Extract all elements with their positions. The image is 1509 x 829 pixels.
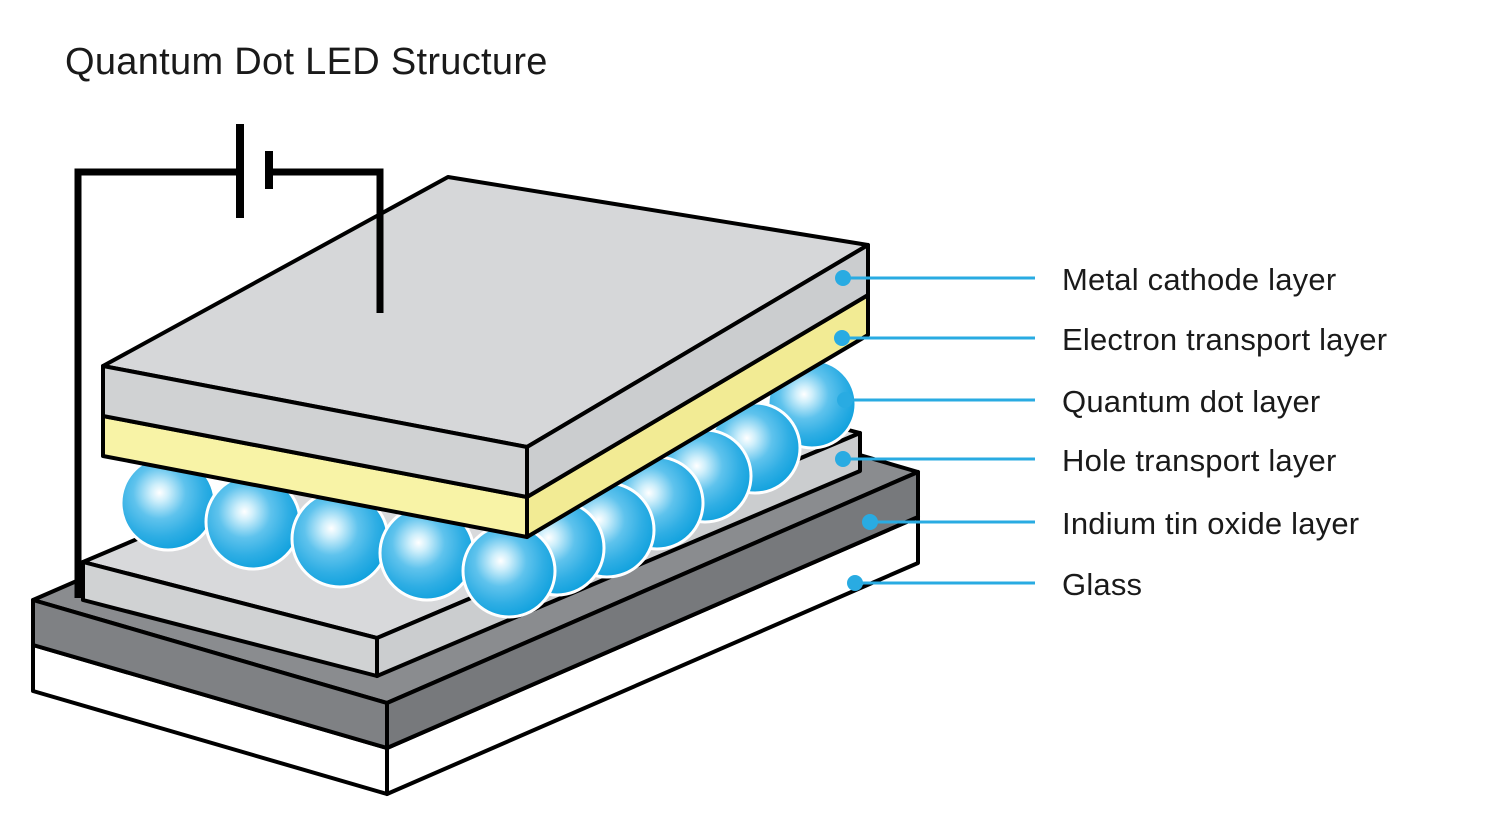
leader-indium-tin-oxide	[862, 514, 1035, 530]
leader-dot	[834, 330, 850, 346]
quantum-dot	[461, 523, 557, 619]
leader-metal-cathode	[835, 270, 1035, 286]
circuit-wire-left	[74, 168, 240, 598]
layer-label-hole-transport: Hole transport layer	[1062, 443, 1337, 478]
layer-label-electron-transport: Electron transport layer	[1062, 322, 1388, 357]
leader-dot	[835, 270, 851, 286]
battery-icon	[236, 124, 273, 218]
layer-label-metal-cathode: Metal cathode layer	[1062, 262, 1337, 297]
leader-dot	[862, 514, 878, 530]
leader-lines	[834, 270, 1035, 591]
leader-quantum-dot	[837, 392, 1035, 408]
quantum-dot-spheres	[119, 358, 858, 619]
leader-dot	[847, 575, 863, 591]
layer-label-indium-tin-oxide: Indium tin oxide layer	[1062, 506, 1360, 541]
metal-cathode-layer-shape	[101, 175, 870, 499]
layer-label-glass: Glass	[1062, 567, 1143, 602]
layer-label-quantum-dot: Quantum dot layer	[1062, 384, 1321, 419]
leader-dot	[837, 392, 853, 408]
circuit-wire-right	[269, 168, 384, 313]
page-title: Quantum Dot LED Structure	[65, 41, 548, 83]
leader-glass	[847, 575, 1035, 591]
leader-dot	[835, 451, 851, 467]
circuit-wires	[74, 124, 384, 598]
leader-hole-transport	[835, 451, 1035, 467]
leader-electron-transport	[834, 330, 1035, 346]
